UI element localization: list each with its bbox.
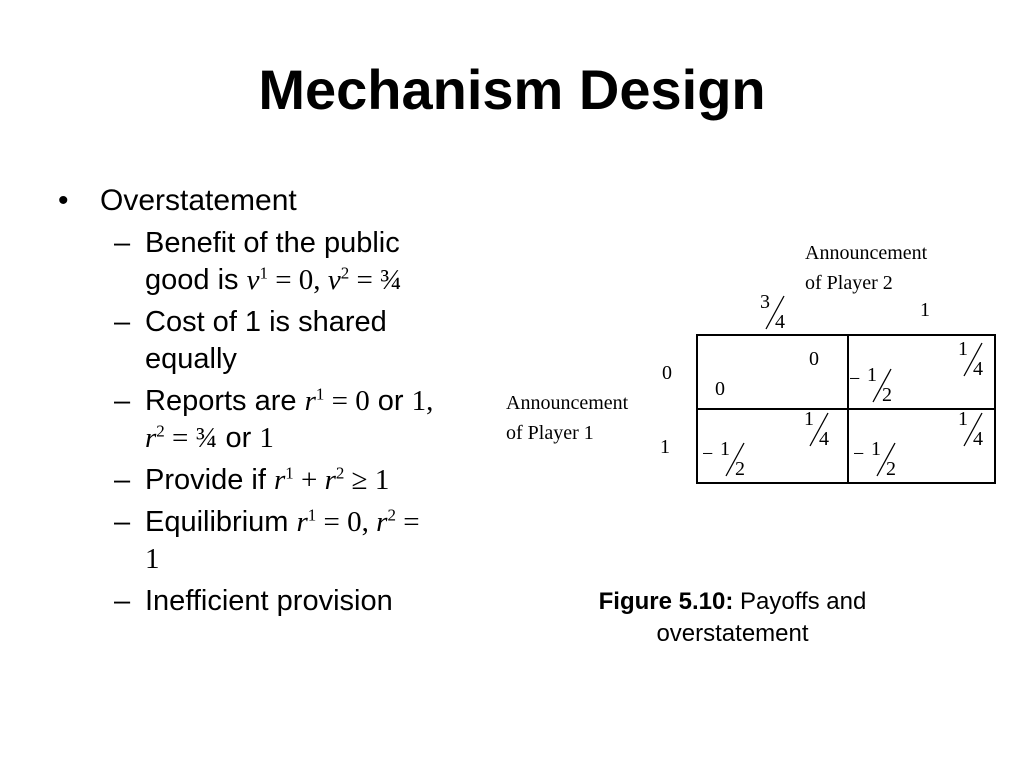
reports-math-b: 1, [411,385,434,417]
bullet-label: Overstatement [100,184,297,217]
math-v1: v [246,264,260,296]
sub-item-equilibrium: – Equilibrium r1 = 0, r2 = 1 [114,505,420,575]
bullet-dot: • [58,184,69,217]
dash-marker: – [114,306,131,338]
benefit-line1: Benefit of the public [145,227,400,259]
cost-line1: Cost of 1 is shared [145,306,387,338]
figure-caption: Figure 5.10: Payoffs and overstatement [560,586,905,650]
sub-item-cost: – Cost of 1 is shared equally [58,304,508,378]
row-header-one: 1 [660,436,670,458]
reports-or-2: or [217,422,260,454]
slide-title: Mechanism Design [258,58,766,121]
player2-label-line2: of Player 2 [805,272,893,294]
provide-pre: Provide if [145,464,274,496]
reports-pre: Reports are [145,385,305,417]
caption-line2: overstatement [656,620,809,647]
player2-label-line1: Announcement [805,242,928,264]
payoff-p2: 0 [809,348,819,370]
sub-item-benefit: – Benefit of the public good is v1 = 0, … [114,227,402,296]
minus-sign: − [853,443,865,465]
fraction-slash [765,295,785,330]
col-header-one: 1 [920,299,930,321]
caption-text: Payoffs and [733,588,867,615]
inefficient-text: Inefficient provision [145,585,393,617]
row-header-zero: 0 [662,362,672,384]
dash-marker: – [114,464,131,496]
cost-line2: equally [145,343,237,375]
dash-marker: – [114,385,131,417]
benefit-line2: good is [145,264,247,296]
sub-item-reports: – Reports are r1 = 0 or 1, r2 = ¾ or 1 [114,384,434,454]
player1-label-line2: of Player 1 [506,422,594,444]
bullet-overstatement: • Overstatement [58,182,508,220]
sub-item-provide: – Provide if r1 + r2 ≥ 1 [58,462,508,499]
matrix-divider-horizontal [698,408,994,410]
cell-r0-c0: 0 0 [698,336,847,409]
minus-sign: − [702,443,714,465]
bullet-list: • Overstatement – Benefit of the public … [58,182,508,620]
payoff-p1: 0 [715,378,725,400]
equilibrium-pre: Equilibrium [145,506,297,538]
sub-bullet-list: – Benefit of the public good is v1 = 0, … [58,225,508,620]
dash-marker: – [114,506,131,538]
reports-math-d: 1 [259,422,274,454]
dash-marker: – [114,585,131,617]
sub-item-inefficient: – Inefficient provision [58,583,508,620]
equilibrium-line2: 1 [145,543,160,575]
caption-label: Figure 5.10: [598,588,734,615]
reports-or: or [369,385,412,417]
player1-label-line1: Announcement [506,392,629,414]
minus-sign: − [849,368,861,390]
dash-marker: – [114,227,131,259]
